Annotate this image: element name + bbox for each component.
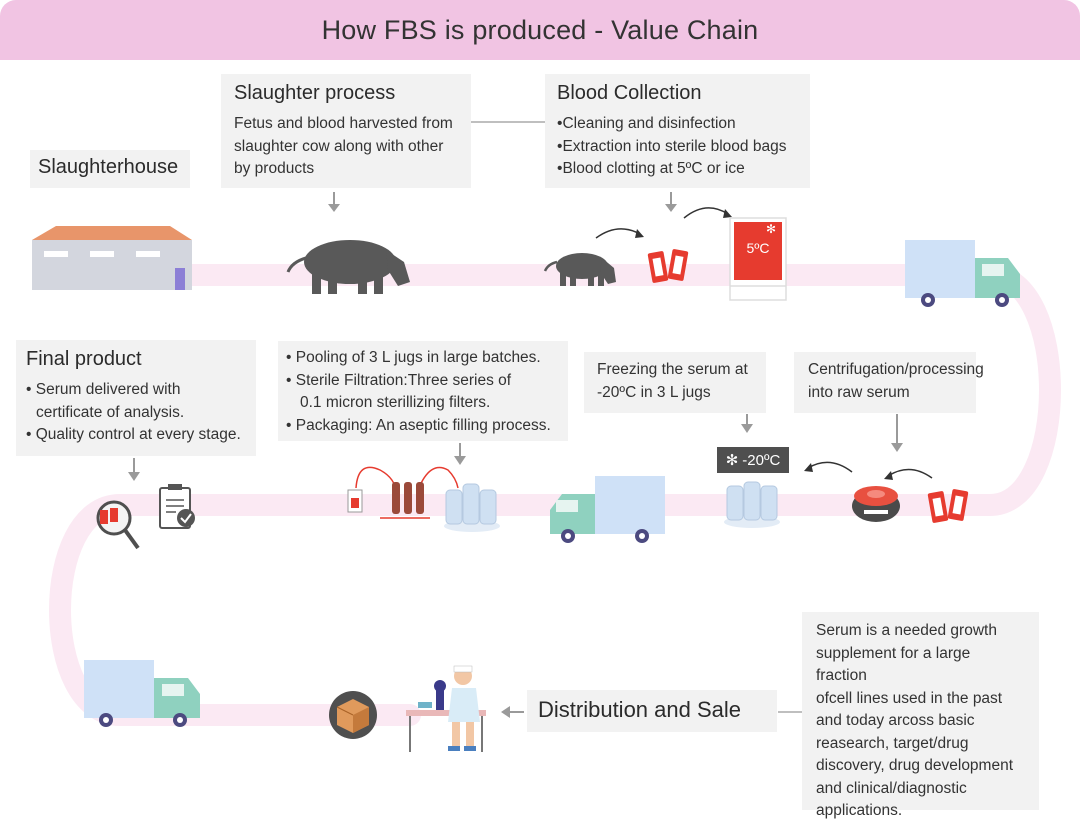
cow-icon: [543, 253, 616, 286]
arrow-down-icon: [128, 458, 140, 481]
blood-collection-item: Blood clotting at 5ºC or ice: [557, 158, 798, 181]
processing-item: • Packaging: An aseptic filling process.: [286, 416, 551, 434]
lab-scientist-icon: [406, 665, 486, 752]
centrifuge-icon: [852, 486, 900, 522]
jugs-icon: [724, 481, 780, 528]
arrow-down-icon: [741, 414, 753, 433]
centrifugation-box: Centrifugation/processing into raw serum: [794, 352, 984, 413]
curved-arrow-icon: [595, 228, 641, 239]
blood-collection-box: Blood Collection Cleaning and disinfecti…: [545, 74, 810, 188]
processing-item: 0.1 micron sterillizing filters.: [300, 394, 491, 411]
filtration-icon: [347, 466, 459, 519]
slaughterhouse-building-icon: [32, 226, 192, 290]
processing-item: • Pooling of 3 L jugs in large batches.: [286, 349, 541, 366]
package-icon: [329, 691, 377, 739]
blood-collection-item: Cleaning and disinfection: [557, 113, 798, 136]
freezing-box: Freezing the serum at -20ºC in 3 L jugs: [584, 352, 766, 413]
curved-arrow-icon: [807, 461, 853, 473]
truck-icon: [84, 660, 200, 727]
slaughterhouse-label: Slaughterhouse: [30, 150, 190, 188]
freezer-badge: ✻ -20ºC: [717, 447, 789, 473]
arrow-down-icon: [328, 192, 340, 212]
final-product-item: • Serum delivered with: [26, 381, 181, 398]
blood-collection-title: Blood Collection: [557, 82, 702, 104]
slaughter-process-line: by products: [234, 160, 315, 177]
blood-collection-item: Extraction into sterile blood bags: [557, 136, 798, 159]
jugs-icon: [444, 483, 500, 532]
centrifugation-line: into raw serum: [808, 383, 910, 401]
arrow-down-icon: [665, 192, 677, 212]
serum-info-line: and today arcoss basic: [816, 712, 975, 729]
slaughter-process-line: Fetus and blood harvested from: [234, 115, 453, 132]
arrow-left-icon: [501, 706, 524, 718]
serum-info-line: ofcell lines used in the past: [816, 689, 1003, 707]
processing-box: • Pooling of 3 L jugs in large batches. …: [278, 341, 568, 441]
arrow-down-icon: [891, 414, 903, 452]
blood-bag-icon: [927, 489, 969, 523]
freezing-line: Freezing the serum at: [597, 361, 748, 378]
freezer-temp-label: -20ºC: [742, 451, 781, 469]
slaughter-process-line: slaughter cow along with other: [234, 137, 444, 155]
final-product-item: • Quality control at every stage.: [26, 426, 241, 443]
page-title: How FBS is produced - Value Chain: [321, 14, 759, 45]
centrifugation-line: Centrifugation/processing: [808, 361, 984, 378]
clipboard-icon: [159, 484, 195, 529]
freezing-line: -20ºC in 3 L jugs: [597, 383, 711, 401]
serum-info-box: Serum is a needed growth supplement for …: [802, 612, 1039, 819]
final-product-box: Final product • Serum delivered with cer…: [16, 340, 256, 456]
distribution-label: Distribution and Sale: [527, 690, 777, 732]
serum-info-line: and clinical/diagnostic: [816, 779, 967, 797]
curved-arrow-icon: [683, 207, 729, 219]
truck-icon: [905, 240, 1020, 307]
snowflake-icon: ✻: [725, 452, 739, 469]
fridge-icon: [729, 217, 787, 301]
fridge-temp-label: 5ºC: [746, 240, 770, 256]
cow-icon: [286, 240, 410, 294]
slaughter-process-box: Slaughter process Fetus and blood harves…: [221, 74, 471, 188]
arrow-down-icon: [454, 443, 466, 465]
processing-item: • Sterile Filtration:Three series of: [286, 371, 512, 389]
freezer-badge-bg: [717, 447, 789, 473]
serum-info-line: reasearch, target/drug: [816, 734, 969, 752]
serum-info-line: applications.: [816, 802, 903, 819]
slaughter-process-title: Slaughter process: [234, 82, 396, 104]
serum-info-line: supplement for a large fraction: [816, 644, 971, 685]
magnifier-icon: [96, 500, 140, 550]
serum-info-line: Serum is a needed growth: [816, 622, 997, 639]
title-bar: How FBS is produced - Value Chain: [0, 0, 1080, 60]
serum-info-line: discovery, drug development: [816, 757, 1014, 774]
truck-icon: [550, 476, 665, 543]
curved-arrow-icon: [887, 468, 933, 479]
snowflake-icon: ✻: [766, 222, 777, 236]
final-product-title: Final product: [26, 348, 142, 370]
final-product-item: certificate of analysis.: [36, 403, 185, 421]
blood-bag-icon: [647, 249, 689, 283]
